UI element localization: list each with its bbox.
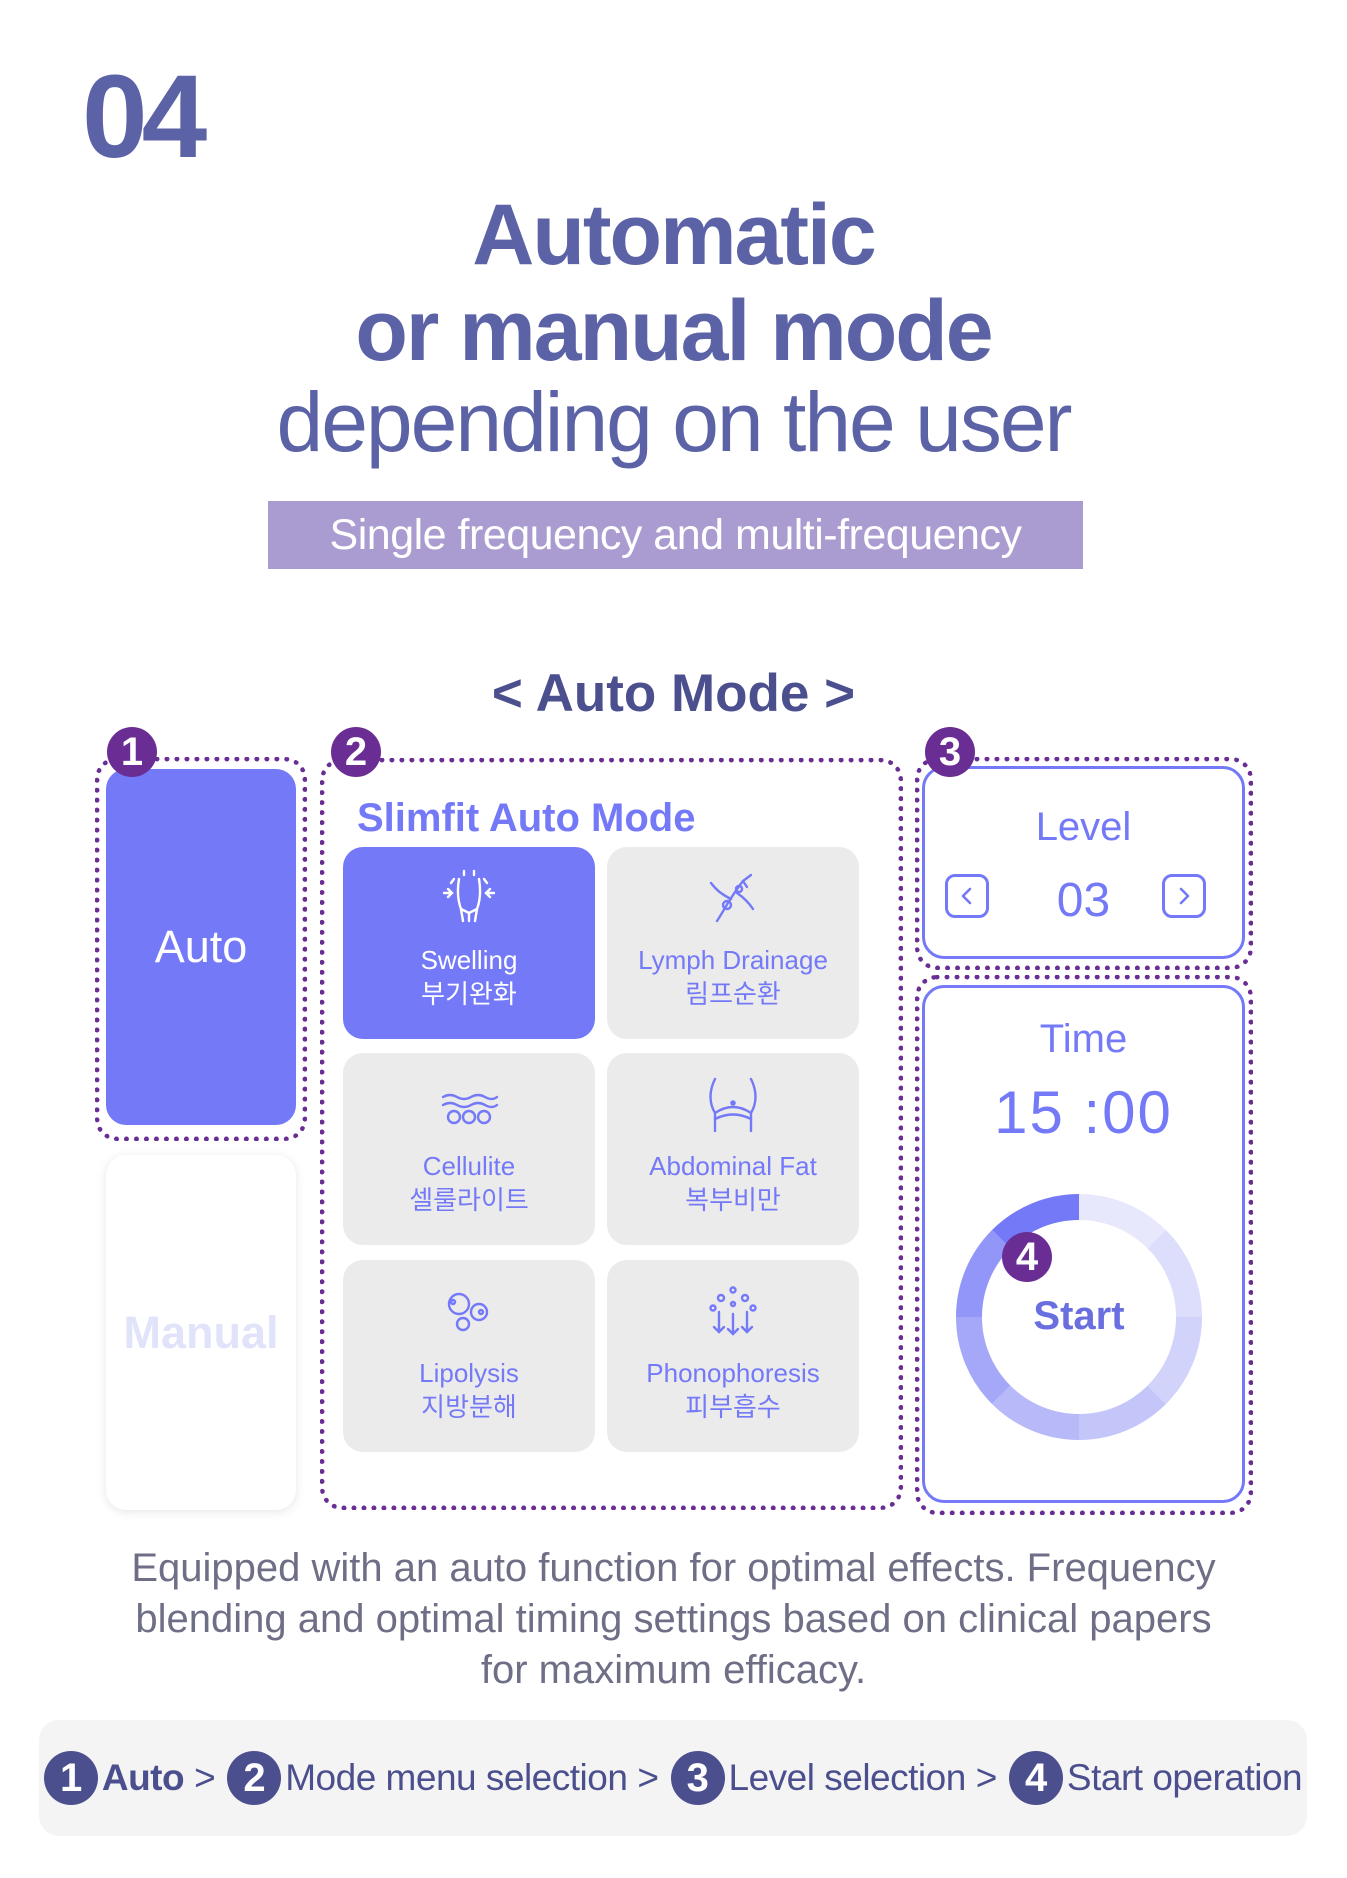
- headline-line-3: depending on the user: [276, 375, 1072, 469]
- mode-en-label: Phonophoresis: [646, 1358, 820, 1388]
- mode-card-lipolysis[interactable]: Lipolysis 지방분해: [343, 1260, 595, 1452]
- mode-ko-label: 지방분해: [421, 1392, 517, 1422]
- description-line-3: for maximum efficacy.: [480, 1648, 867, 1692]
- description-line-2: blending and optimal timing settings bas…: [135, 1597, 1212, 1641]
- cellulite-icon: [441, 1093, 499, 1125]
- panel-title: Slimfit Auto Mode: [357, 796, 696, 840]
- step-2-highlight: [320, 758, 903, 1510]
- mode-en-label: Cellulite: [422, 1151, 516, 1181]
- step-item-2: 2 Mode menu selection >: [227, 1751, 670, 1805]
- mode-ko-label: 피부흡수: [685, 1392, 781, 1422]
- step-number: 2: [227, 1751, 282, 1805]
- step-item-1: 1 Auto >: [43, 1751, 227, 1805]
- step-number: 4: [1008, 1751, 1063, 1805]
- mode-card-abdominal-fat[interactable]: Abdominal Fat 복부비만: [607, 1053, 859, 1245]
- step-separator: >: [975, 1757, 998, 1798]
- mode-en-label: Lipolysis: [419, 1358, 519, 1388]
- step-number: 3: [670, 1751, 725, 1805]
- step-separator: >: [194, 1757, 216, 1798]
- description-line-1: Equipped with an auto function for optim…: [131, 1546, 1216, 1590]
- level-increase-button[interactable]: [1162, 874, 1206, 918]
- mode-card-phonophoresis[interactable]: Phonophoresis 피부흡수: [607, 1260, 859, 1452]
- step-badge-4: 4: [1002, 1232, 1052, 1282]
- step-label: Auto: [101, 1757, 185, 1798]
- manual-mode-label: Manual: [123, 1306, 279, 1358]
- start-ring[interactable]: [954, 1192, 1204, 1442]
- mode-ko-label: 부기완화: [421, 979, 517, 1009]
- mode-en-label: Swelling: [420, 945, 518, 975]
- step-item-3: 3 Level selection >: [670, 1751, 1009, 1805]
- step-separator: >: [637, 1757, 659, 1798]
- step-label: Level selection: [728, 1757, 967, 1798]
- time-label: Time: [1039, 1017, 1128, 1061]
- step-3-highlight: [915, 757, 1253, 970]
- mode-ko-label: 복부비만: [685, 1185, 781, 1215]
- step-item-4: 4 Start operation: [1008, 1751, 1303, 1805]
- level-value: 03: [1056, 874, 1111, 927]
- headline-line-2: or manual mode: [355, 283, 993, 379]
- auto-mode-title: < Auto Mode >: [491, 664, 856, 723]
- time-value: 15 :00: [994, 1079, 1173, 1146]
- auto-mode-label: Auto: [154, 921, 248, 972]
- section-number: 04: [82, 51, 207, 183]
- mode-card-swelling[interactable]: Swelling 부기완화: [343, 847, 595, 1039]
- lipolysis-icon: [447, 1292, 489, 1332]
- step-4-highlight: [915, 975, 1253, 1515]
- start-button[interactable]: Start: [1033, 1294, 1125, 1338]
- phonophoresis-icon: [709, 1286, 757, 1336]
- subtitle-banner: Single frequency and multi-frequency: [268, 501, 1083, 569]
- description: Equipped with an auto function for optim…: [0, 1543, 1347, 1696]
- chevron-right-icon: [1179, 887, 1190, 905]
- step-badge-2: 2: [331, 727, 381, 777]
- abdomen-icon: [709, 1077, 757, 1133]
- mode-en-label: Abdominal Fat: [649, 1151, 817, 1181]
- step-1-highlight: [95, 757, 307, 1141]
- swelling-icon: [442, 869, 496, 923]
- step-label: Mode menu selection: [285, 1757, 628, 1798]
- mode-ko-label: 셀룰라이트: [409, 1185, 529, 1215]
- level-decrease-button[interactable]: [945, 874, 989, 918]
- steps-summary: 1 Auto > 2 Mode menu selection > 3 Level…: [39, 1720, 1307, 1836]
- step-badge-3: 3: [925, 727, 975, 777]
- mode-card-lymph-drainage[interactable]: Lymph Drainage 림프순환: [607, 847, 859, 1039]
- level-label: Level: [1035, 805, 1132, 849]
- mode-en-label: Lymph Drainage: [638, 945, 828, 975]
- lymph-icon: [709, 873, 755, 923]
- mode-card-cellulite[interactable]: Cellulite 셀룰라이트: [343, 1053, 595, 1245]
- chevron-left-icon: [961, 887, 972, 905]
- mode-ko-label: 림프순환: [685, 979, 781, 1009]
- step-label: Start operation: [1066, 1757, 1303, 1798]
- level-card: [922, 766, 1245, 959]
- step-number: 1: [43, 1751, 98, 1805]
- step-badge-1: 1: [107, 727, 157, 777]
- headline-line-1: Automatic: [472, 187, 876, 283]
- auto-mode-button[interactable]: Auto: [106, 769, 296, 1125]
- manual-mode-button[interactable]: Manual: [106, 1155, 296, 1510]
